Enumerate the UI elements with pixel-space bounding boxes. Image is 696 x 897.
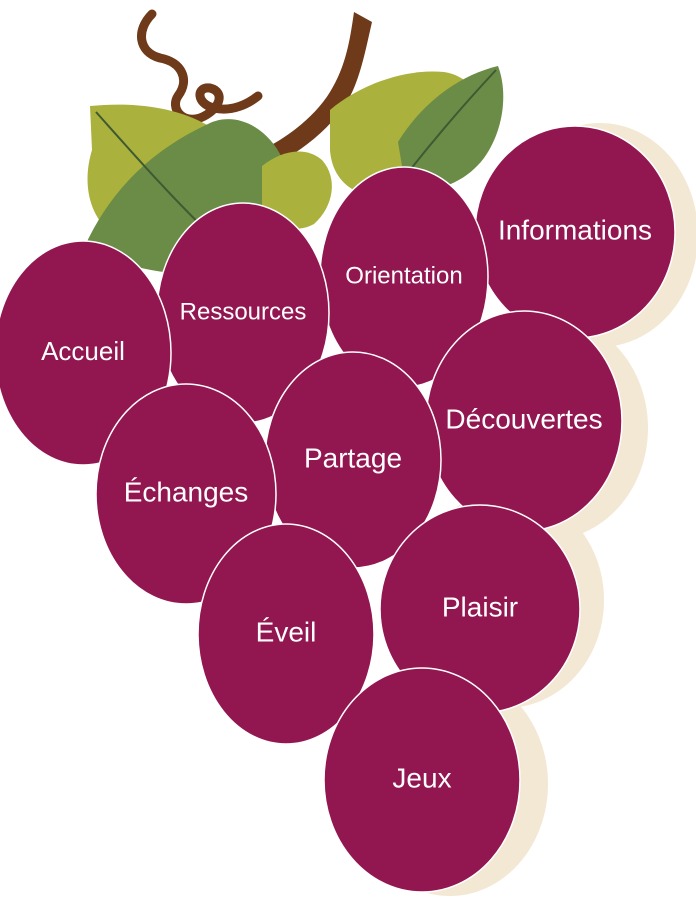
grape-icon[interactable]	[197, 523, 375, 745]
leaf-left-front-icon	[262, 151, 332, 229]
grape-orientation[interactable]: Orientation	[319, 166, 489, 388]
grape-plaisir[interactable]: Plaisir	[379, 504, 581, 714]
grape-label-accueil[interactable]: Accueil	[41, 336, 125, 366]
grape-eveil[interactable]: Éveil	[197, 523, 375, 745]
grape-label-ressources[interactable]: Ressources	[180, 298, 307, 325]
grape-partage[interactable]: Partage	[264, 351, 442, 569]
grape-label-plaisir[interactable]: Plaisir	[442, 591, 518, 622]
grape-label-partage[interactable]: Partage	[304, 442, 402, 473]
grape-label-jeux[interactable]: Jeux	[392, 762, 451, 793]
grape-icon[interactable]	[323, 667, 521, 893]
grape-informations[interactable]: Informations	[474, 125, 676, 339]
grape-label-echanges[interactable]: Échanges	[124, 476, 249, 507]
grape-decouvertes[interactable]: Découvertes	[425, 310, 623, 532]
grape-label-informations[interactable]: Informations	[498, 214, 652, 245]
tendril-icon	[137, 9, 263, 124]
grape-label-eveil[interactable]: Éveil	[256, 616, 317, 647]
grape-jeux[interactable]: Jeux	[323, 667, 521, 893]
leaf-right-vein	[409, 69, 497, 171]
grape-label-orientation[interactable]: Orientation	[345, 262, 462, 289]
leaf-right-icon	[398, 66, 504, 191]
grape-label-decouvertes[interactable]: Découvertes	[445, 403, 602, 434]
berries-group: InformationsOrientationRessourcesAccueil…	[0, 125, 676, 893]
